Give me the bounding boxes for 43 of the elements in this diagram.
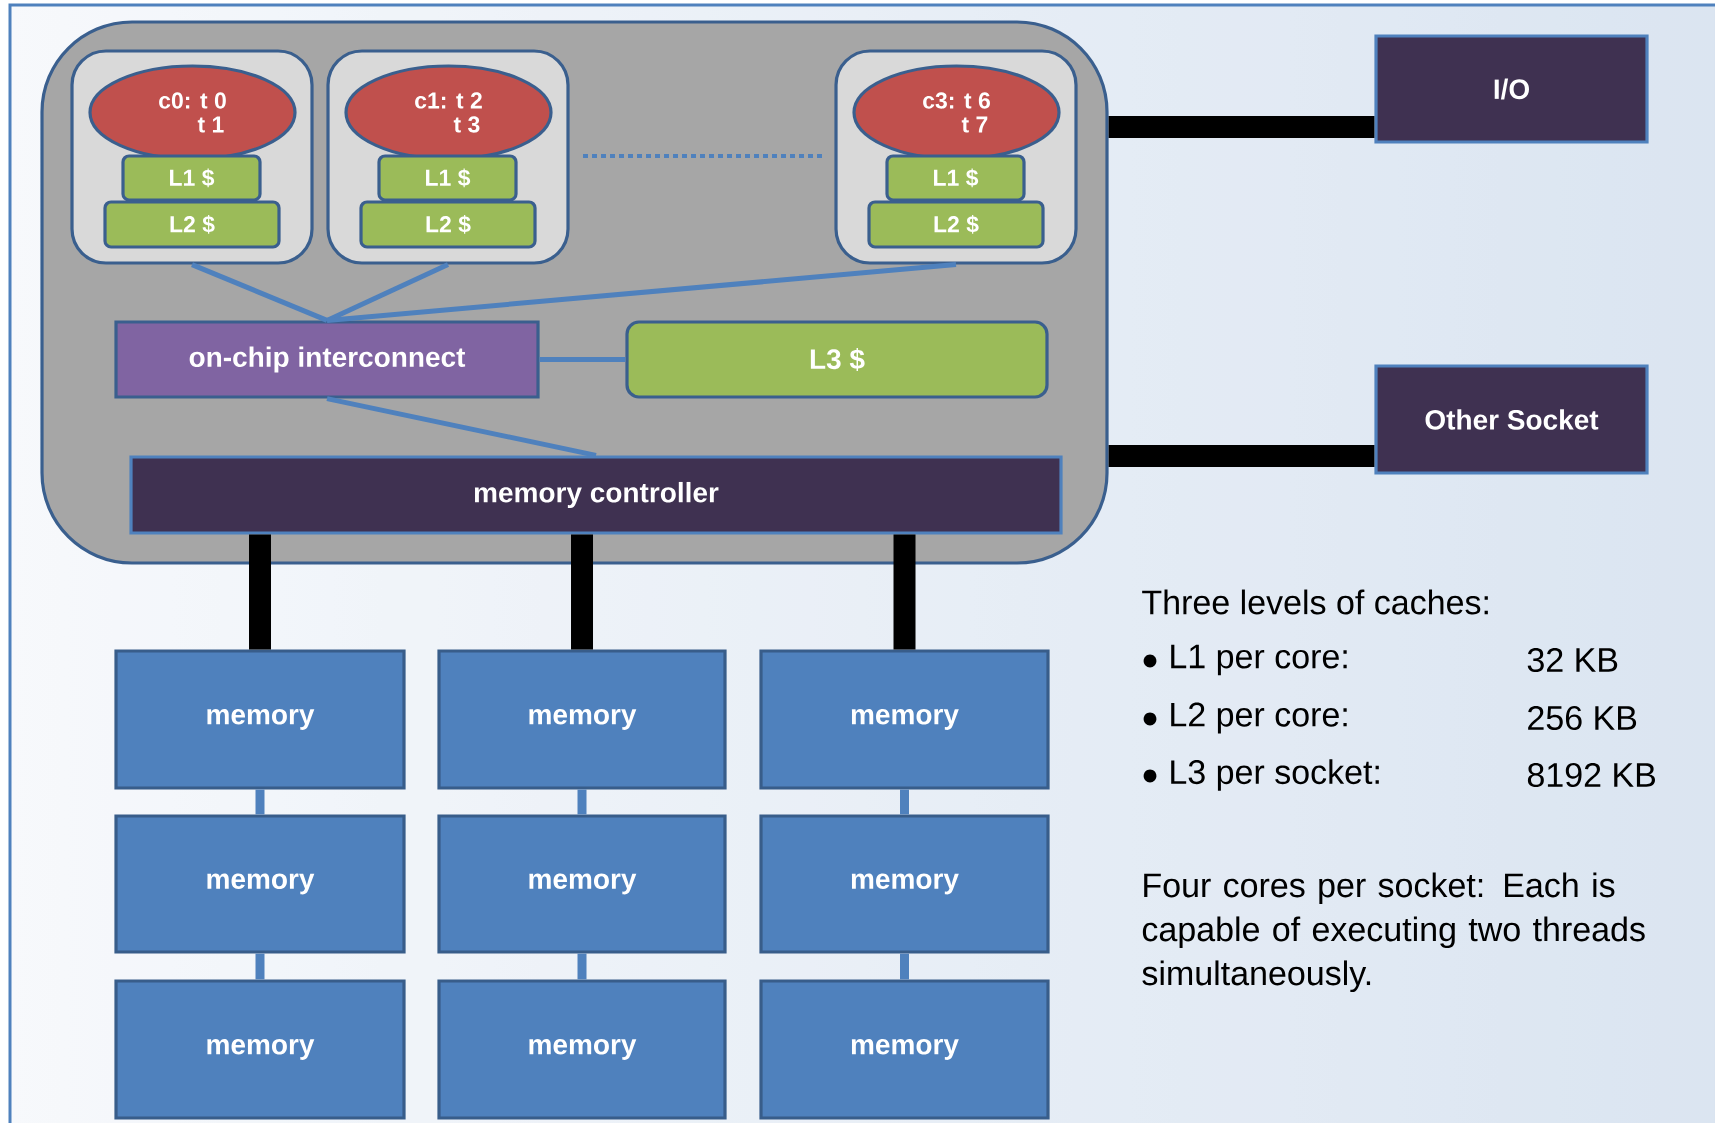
cache-box: L3 $	[625, 320, 1049, 399]
value-label: 8192 KB	[1527, 762, 1655, 788]
connector-line	[900, 789, 909, 815]
memory-box: memory	[437, 814, 727, 954]
text-label: L2 per core:	[1171, 702, 1347, 734]
connector-line	[900, 953, 909, 980]
memory-box: memory	[759, 814, 1050, 954]
text-label: Three levels of caches:	[1142, 589, 1488, 615]
cache-box: L2 $	[359, 200, 537, 249]
cache-box: L2 $	[103, 200, 281, 249]
memory-box: memory	[114, 979, 406, 1120]
cache-box: L1 $	[377, 154, 518, 202]
connector-line	[326, 396, 597, 458]
memory-box: memory	[437, 979, 727, 1120]
memory-box: memory	[114, 649, 406, 790]
value-label: 256 KB	[1528, 705, 1637, 731]
text-label: L1 per core:	[1171, 644, 1347, 676]
memory-box: memory	[437, 649, 727, 790]
connector-line	[191, 262, 328, 323]
connector-line	[571, 534, 593, 650]
note-text: Four cores per socket: Each is capable of executing two threads simultaneously.	[1142, 872, 1645, 993]
cache-box: L1 $	[885, 154, 1026, 202]
interconnect-box: on-chip interconnect	[114, 320, 540, 399]
cache-box: L1 $	[121, 154, 262, 202]
connector-line	[249, 534, 271, 650]
connector-line	[577, 953, 587, 980]
memory-box: memory	[759, 649, 1050, 790]
connector-line	[893, 534, 916, 650]
memory-box: memory	[759, 979, 1050, 1120]
controller-box: memory controller	[129, 455, 1063, 535]
connector-line	[255, 953, 265, 980]
connector-line	[1108, 116, 1375, 138]
value-label: 32 KB	[1527, 647, 1618, 673]
connector-line	[1108, 445, 1375, 467]
cache-box: L2 $	[867, 200, 1045, 249]
connector-line	[577, 789, 587, 815]
connector-line	[326, 262, 957, 323]
port-box: Other Socket	[1374, 364, 1649, 475]
text-label: L3 per socket:	[1171, 759, 1379, 791]
connector-line	[255, 789, 265, 815]
connector-line	[539, 357, 626, 362]
memory-box: memory	[114, 814, 406, 954]
port-box: I/O	[1374, 34, 1649, 144]
